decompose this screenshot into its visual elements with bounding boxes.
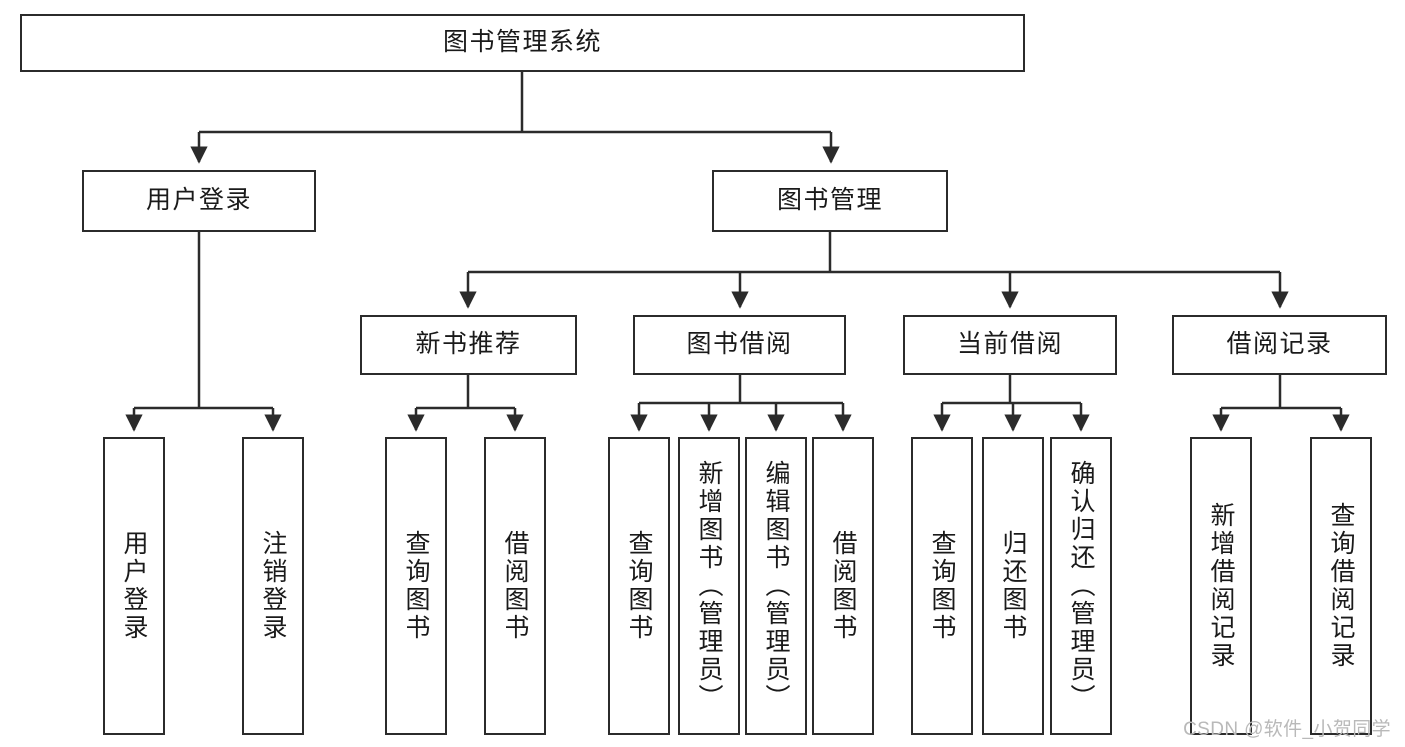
node-new-book-recommend[interactable]: 新书推荐 <box>360 315 577 375</box>
edges-userlogin-to-leaves <box>125 232 282 432</box>
node-label: 借阅图书 <box>501 530 529 642</box>
leaf-return-book[interactable]: 归还图书 <box>982 437 1044 735</box>
node-label: 图书借阅 <box>686 330 793 359</box>
node-label: 查询图书 <box>625 530 653 642</box>
node-label: 新增借阅记录 <box>1207 502 1235 670</box>
node-current-borrow[interactable]: 当前借阅 <box>903 315 1117 375</box>
edges-newbook-to-leaves <box>407 375 524 432</box>
node-label: 编辑图书（管理员） <box>762 460 790 712</box>
node-label: 借阅图书 <box>829 530 857 642</box>
node-book-manage[interactable]: 图书管理 <box>712 170 948 232</box>
edges-currentborrow-to-leaves <box>933 375 1090 432</box>
leaf-confirm-return[interactable]: 确认归还（管理员） <box>1050 437 1112 735</box>
csdn-watermark: CSDN @软件_小贺同学 <box>1183 719 1391 740</box>
leaf-query-borrow-record[interactable]: 查询借阅记录 <box>1310 437 1372 735</box>
node-label: 确认归还（管理员） <box>1067 460 1095 712</box>
leaf-user-login[interactable]: 用户登录 <box>103 437 165 735</box>
node-label: 图书管理系统 <box>442 28 602 57</box>
node-label: 新书推荐 <box>415 330 522 359</box>
node-book-management-system[interactable]: 图书管理系统 <box>20 14 1025 72</box>
node-label: 注销登录 <box>259 530 287 642</box>
edges-borrowrecord-to-leaves <box>1212 375 1350 432</box>
leaf-user-logout[interactable]: 注销登录 <box>242 437 304 735</box>
node-label: 新增图书（管理员） <box>695 460 723 712</box>
leaf-add-borrow-record[interactable]: 新增借阅记录 <box>1190 437 1252 735</box>
leaf-borrow-book-1[interactable]: 借阅图书 <box>484 437 546 735</box>
leaf-add-book[interactable]: 新增图书（管理员） <box>678 437 740 735</box>
node-label: 用户登录 <box>120 530 148 642</box>
node-label: 归还图书 <box>999 530 1027 642</box>
leaf-query-book-1[interactable]: 查询图书 <box>385 437 447 735</box>
node-user-login[interactable]: 用户登录 <box>82 170 316 232</box>
node-label: 查询图书 <box>402 530 430 642</box>
node-label: 图书管理 <box>776 186 883 215</box>
edges-bookmanage-to-level3 <box>459 232 1289 309</box>
leaf-borrow-book-2[interactable]: 借阅图书 <box>812 437 874 735</box>
edges-bookborrow-to-leaves <box>630 375 852 432</box>
leaf-edit-book[interactable]: 编辑图书（管理员） <box>745 437 807 735</box>
edges-root-to-level2 <box>190 72 840 164</box>
node-label: 借阅记录 <box>1226 330 1333 359</box>
node-label: 用户登录 <box>145 186 252 215</box>
leaf-query-book-3[interactable]: 查询图书 <box>911 437 973 735</box>
leaf-query-book-2[interactable]: 查询图书 <box>608 437 670 735</box>
node-label: 查询图书 <box>928 530 956 642</box>
node-borrow-record[interactable]: 借阅记录 <box>1172 315 1387 375</box>
node-label: 查询借阅记录 <box>1327 502 1355 670</box>
node-book-borrow[interactable]: 图书借阅 <box>633 315 846 375</box>
node-label: 当前借阅 <box>956 330 1063 359</box>
